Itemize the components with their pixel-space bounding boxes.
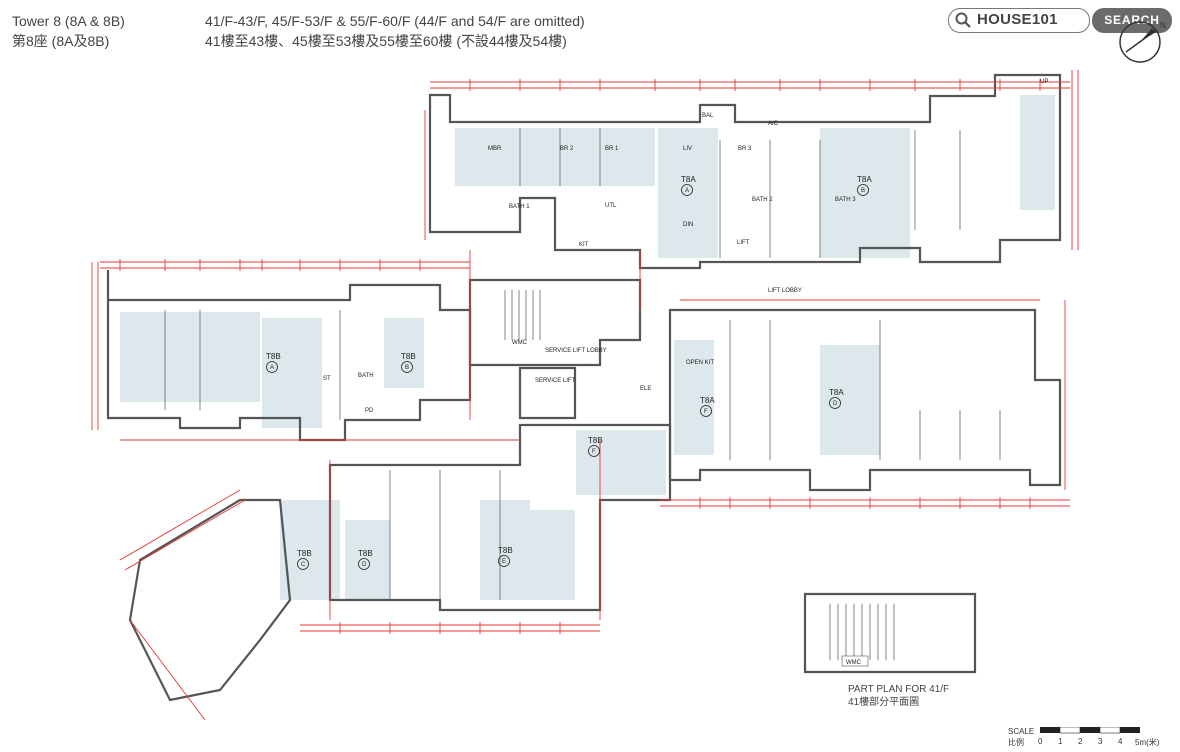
search-bar: HOUSE101 SEARCH — [948, 8, 1172, 33]
tower-title-en: Tower 8 (8A & 8B) — [12, 13, 125, 29]
room-label: PD — [365, 408, 374, 414]
room-label: DIN — [683, 222, 693, 228]
room-label: MBR — [488, 146, 502, 152]
search-icon — [955, 12, 971, 28]
room-label: ELE — [640, 386, 651, 392]
unit-tag: T8B — [297, 549, 312, 558]
unit-letter: A — [270, 365, 274, 371]
part-plan-caption: PART PLAN FOR 41/F 41樓部分平面圖 — [848, 683, 949, 709]
floor-range-en: 41/F-43/F, 45/F-53/F & 55/F-60/F (44/F a… — [205, 13, 585, 29]
svg-text:N: N — [1160, 21, 1166, 30]
part-plan-wmc-label: WMC — [846, 660, 862, 666]
room-label: LIV — [683, 146, 692, 152]
unit-letter: C — [301, 562, 306, 568]
scale-tick: 1 — [1058, 737, 1063, 746]
room-label: LIFT LOBBY — [768, 288, 802, 294]
unit-marker: T8A A — [681, 175, 696, 196]
unit-letter: A — [685, 188, 689, 194]
tower-title-zh: 第8座 (8A及8B) — [12, 33, 110, 49]
unit-marker: T8A D — [829, 388, 844, 409]
floor-range-zh: 41樓至43樓、45樓至53樓及55樓至60樓 (不設44樓及54樓) — [205, 33, 567, 49]
scale-label-en: SCALE — [1008, 727, 1035, 736]
unit-marker: T8B F — [588, 436, 603, 457]
scale-tick: 2 — [1078, 737, 1083, 746]
unit-letter: B — [405, 365, 409, 371]
scale-tick: 4 — [1118, 737, 1123, 746]
unit-tag: T8B — [588, 436, 603, 445]
unit-tag: T8A — [700, 396, 715, 405]
unit-marker: T8B B — [401, 352, 416, 373]
unit-tag: T8A — [857, 175, 872, 184]
floor-range: 41/F-43/F, 45/F-53/F & 55/F-60/F (44/F a… — [205, 11, 585, 51]
room-label: BATH 1 — [509, 204, 530, 210]
room-label: BR 2 — [560, 146, 574, 152]
room-labels: MBR BR 2 BR 1 BR 3 LIV DIN KIT BATH BAL … — [323, 79, 1048, 414]
unit-tag: T8B — [266, 352, 281, 361]
search-input-value: HOUSE101 — [977, 11, 1058, 28]
north-arrow-icon: N — [1119, 21, 1166, 63]
room-label: BR 3 — [738, 146, 752, 152]
room-label: OPEN KIT — [686, 360, 714, 366]
room-label: ST — [323, 376, 331, 382]
room-label: BATH 3 — [835, 197, 856, 203]
unit-tag: T8A — [829, 388, 844, 397]
room-label: BATH — [358, 373, 374, 379]
unit-tag: T8A — [681, 175, 696, 184]
scale-bar: SCALE 比例 0 1 2 3 4 5m(米) — [1008, 727, 1178, 751]
unit-letter: E — [502, 559, 506, 565]
unit-letter: B — [861, 188, 865, 194]
room-label: KIT — [579, 242, 589, 248]
search-button[interactable]: SEARCH — [1092, 8, 1172, 33]
room-label: LIFT — [737, 240, 750, 246]
scale-tick: 0 — [1038, 737, 1043, 746]
scale-tick: 5m(米) — [1135, 738, 1160, 747]
unit-letter: D — [362, 562, 367, 568]
room-label: BAL — [702, 113, 714, 119]
part-plan-title-en: PART PLAN FOR 41/F — [848, 684, 950, 695]
unit-tag: T8B — [358, 549, 373, 558]
tower-title: Tower 8 (8A & 8B) 第8座 (8A及8B) — [12, 11, 125, 51]
unit-letter: F — [704, 409, 708, 415]
unit-marker: T8A F — [700, 396, 715, 417]
scale-label-zh: 比例 — [1008, 738, 1024, 747]
dimension-lines — [91, 70, 1079, 721]
unit-marker: T8B C — [297, 549, 312, 570]
unit-marker: T8B E — [498, 546, 513, 567]
unit-tag: T8B — [401, 352, 416, 361]
wmc-box — [841, 655, 869, 667]
plan-room-fills — [120, 95, 1055, 600]
room-label: A/C — [768, 121, 779, 127]
scale-graphic — [1040, 727, 1140, 734]
room-label: BR 1 — [605, 146, 619, 152]
unit-markers: T8A A T8A B T8B A T8B B T8A F T8B F — [266, 175, 872, 570]
search-input[interactable]: HOUSE101 — [948, 8, 1090, 33]
room-label: BATH 2 — [752, 197, 773, 203]
scale-tick: 3 — [1098, 737, 1103, 746]
unit-letter: F — [592, 449, 596, 455]
plan-interior-lines — [164, 128, 1001, 660]
room-label: WMC — [512, 340, 528, 346]
unit-marker: T8B A — [266, 352, 281, 373]
unit-marker: T8B D — [358, 549, 373, 570]
room-label: SERVICE LIFT LOBBY — [545, 348, 607, 354]
room-label: SERVICE LIFT — [535, 378, 576, 384]
unit-tag: T8B — [498, 546, 513, 555]
room-label: UTL — [605, 203, 617, 209]
dimension-ticks — [119, 79, 1041, 634]
unit-marker: T8A B — [857, 175, 872, 196]
part-plan-title-zh: 41樓部分平面圖 — [848, 697, 920, 708]
room-label: UP — [1040, 79, 1048, 85]
unit-letter: D — [833, 401, 838, 407]
